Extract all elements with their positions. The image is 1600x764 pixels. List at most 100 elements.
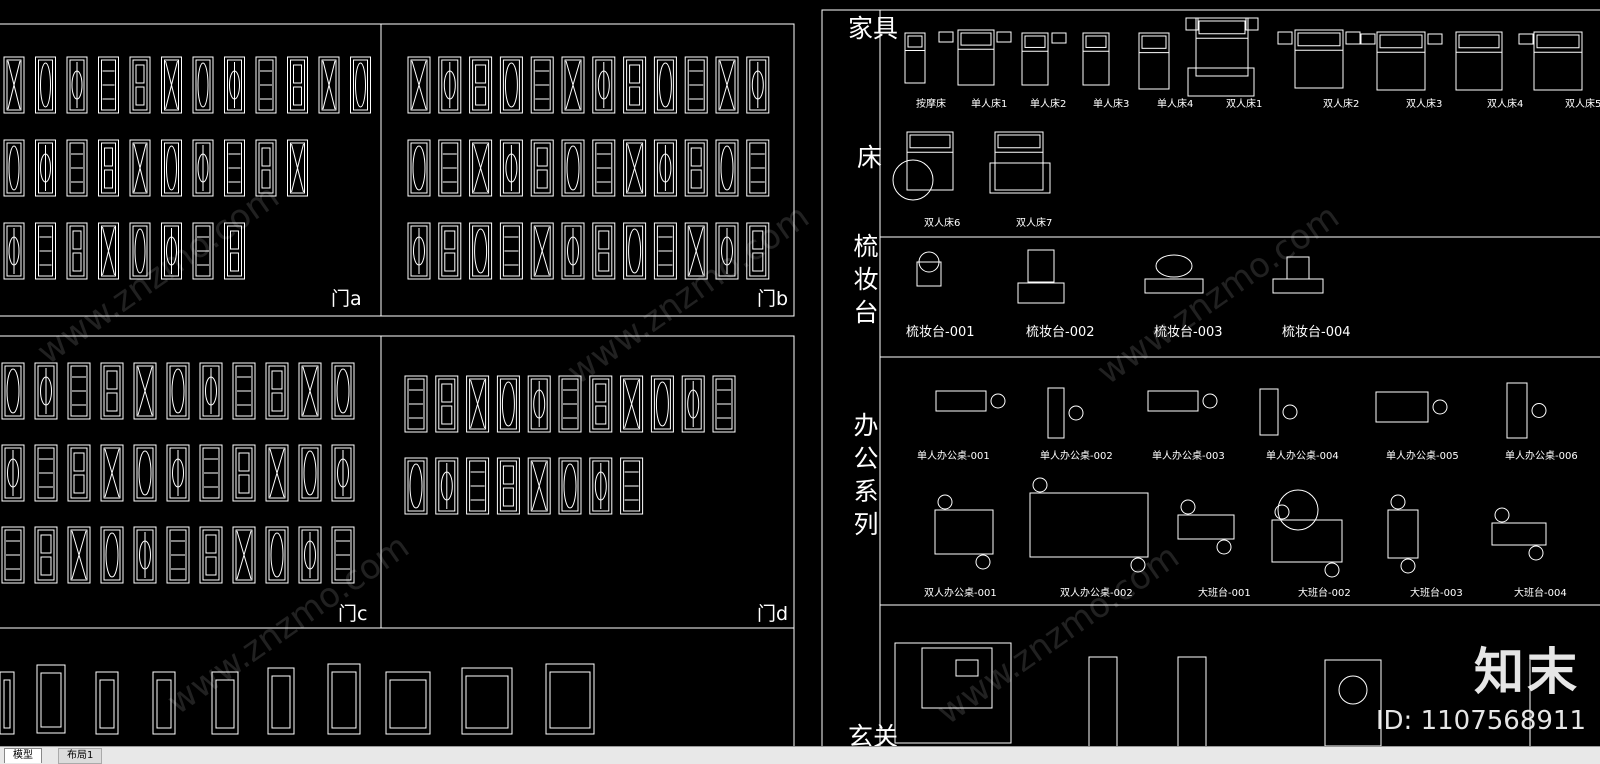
office-chair [1432, 399, 1448, 415]
door-group-label-a: 门a [331, 288, 362, 310]
door-panel [466, 375, 490, 433]
office-desk [1491, 522, 1547, 546]
door-panel [192, 139, 214, 197]
nightstand [1185, 17, 1199, 31]
tab-model[interactable]: 模型 [4, 748, 42, 763]
door-panel [129, 222, 151, 280]
door-panel [623, 222, 647, 280]
door-motif [205, 376, 217, 406]
dresser-caption-2: 梳妆台-003 [1154, 325, 1223, 340]
door-motif [133, 143, 147, 193]
door-motif [751, 70, 764, 100]
door-inner [70, 365, 88, 417]
door-inner [687, 142, 705, 194]
dresser-mirror [1027, 249, 1055, 283]
door-inner [268, 447, 286, 499]
door-motif [536, 169, 548, 189]
door-panel [407, 56, 431, 114]
office-desk [1259, 388, 1279, 436]
door-motif [721, 236, 733, 266]
door-panel [265, 526, 289, 584]
office-caption-r2-0: 双人办公桌-001 [924, 588, 997, 599]
door-motif [474, 228, 488, 274]
office-desk [1147, 390, 1199, 412]
door-elevation-panel [271, 675, 291, 729]
dresser-plan [1144, 278, 1204, 294]
bed-plan [1195, 17, 1249, 77]
door-panel [166, 526, 190, 584]
door-motif [229, 70, 240, 100]
door-inner [438, 460, 456, 512]
door-panel [407, 222, 431, 280]
door-panel [232, 444, 256, 502]
door-panel [620, 457, 644, 515]
door-motif [659, 153, 672, 183]
door-inner [718, 59, 736, 111]
door-motif [337, 458, 349, 488]
door-panel [746, 139, 770, 197]
door-inner [103, 529, 121, 581]
door-inner [407, 378, 425, 430]
door-panel [265, 444, 289, 502]
door-inner [334, 529, 352, 581]
office-caption-r1-5: 单人办公桌-006 [1505, 451, 1578, 462]
dresser-plan [916, 261, 942, 287]
door-motif [197, 153, 209, 183]
door-panel [224, 222, 245, 280]
door-panel [438, 139, 462, 197]
bed-plan [1021, 32, 1049, 86]
door-motif [102, 226, 115, 276]
office-caption-r1-3: 单人办公桌-004 [1266, 451, 1339, 462]
door-motif [73, 452, 85, 472]
door-inner [6, 225, 22, 277]
door-panel [133, 526, 157, 584]
office-caption-r1-4: 单人办公桌-005 [1386, 451, 1459, 462]
door-inner [227, 225, 242, 277]
door-motif [565, 60, 581, 110]
office-chair [1282, 404, 1298, 420]
door-panel [192, 222, 214, 280]
door-inner [4, 447, 22, 499]
door-motif [271, 392, 283, 412]
door-inner [472, 225, 490, 277]
bed-caption-10: 双人床6 [924, 218, 961, 229]
door-inner [592, 378, 610, 430]
dresser-caption-3: 梳妆台-004 [1282, 325, 1351, 340]
office-caption-r1-0: 单人办公桌-001 [917, 451, 990, 462]
door-motif [563, 463, 577, 509]
door-inner [533, 142, 551, 194]
category-entrance: 玄关 [848, 722, 899, 746]
door-panel [653, 56, 677, 114]
door-panel [161, 56, 182, 114]
office-desk [1177, 514, 1235, 540]
door-panel [746, 222, 770, 280]
furniture-frame [821, 9, 1600, 746]
door-inner [195, 225, 211, 277]
door-inner [101, 142, 116, 194]
cad-model-space[interactable]: 家具 床 梳妆台 办公系列 玄关 门a 门b 门c 门d 按摩床 单人床1 单人… [0, 0, 1600, 746]
door-motif [172, 458, 184, 488]
door-motif [72, 230, 82, 250]
door-motif [336, 368, 350, 414]
bed-pillow [1198, 20, 1246, 35]
door-motif [8, 236, 20, 266]
category-bed: 床 [857, 143, 883, 172]
door-panel [469, 139, 493, 197]
door-panel [530, 139, 554, 197]
door-inner [530, 378, 548, 430]
door-inner [334, 365, 352, 417]
door-motif [71, 70, 83, 100]
door-inner [290, 59, 305, 111]
door-panel [620, 375, 644, 433]
door-inner [656, 142, 674, 194]
door-motif [441, 405, 453, 425]
tab-layout1[interactable]: 布局1 [58, 748, 103, 764]
door-inner [301, 529, 319, 581]
door-inner [227, 59, 242, 111]
door-panel [232, 526, 256, 584]
door-motif [598, 252, 610, 272]
door-panel [469, 56, 493, 114]
door-panel [592, 56, 616, 114]
door-panel [1, 526, 25, 584]
door-inner [69, 225, 85, 277]
